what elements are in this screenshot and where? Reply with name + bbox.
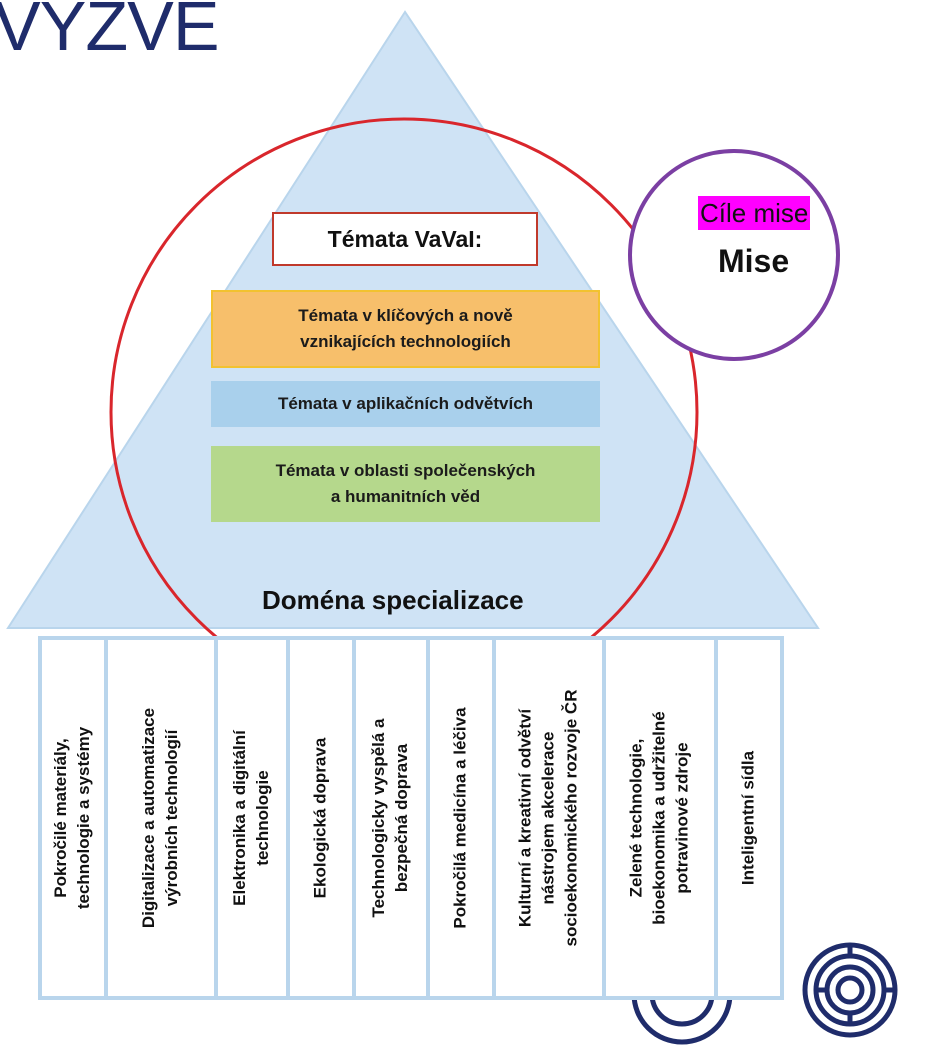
mission-goal-label: Cíle mise xyxy=(698,196,811,230)
domain-column-label: Technologicky vyspělá a bezpečná doprava xyxy=(369,718,411,918)
domain-column-label: Inteligentní sídla xyxy=(738,750,758,886)
band-application-sectors-label: Témata v aplikačních odvětvích xyxy=(277,393,534,413)
domain-column-label: Digitalizace a automatizace výrobních te… xyxy=(139,707,181,929)
domain-column-electronics: Elektronika a digitální technologie xyxy=(214,636,290,1000)
domain-column-smart-cities: Inteligentní sídla xyxy=(714,636,784,1000)
domain-column-label: Kulturní a kreativní odvětví nástrojem a… xyxy=(515,689,581,947)
domain-column-label: Ekologická doprava xyxy=(310,737,330,899)
domain-column-creative-industries: Kulturní a kreativní odvětví nástrojem a… xyxy=(492,636,606,1000)
band-application-sectors: Témata v aplikačních odvětvích xyxy=(211,381,600,427)
domain-column-advanced-materials: Pokročilé materiály, technologie a systé… xyxy=(38,636,108,1000)
domain-column-medicine: Pokročilá medicína a léčiva xyxy=(426,636,496,1000)
page-title: VÝZVE xyxy=(0,0,220,65)
band-key-technologies: Témata v klíčových a nově vznikajících t… xyxy=(211,290,600,368)
band-social-sciences: Témata v oblasti společenských a humanit… xyxy=(211,446,600,522)
domain-column-label: Zelené technologie, bioekonomika a udrži… xyxy=(626,711,692,925)
band-key-technologies-label: Témata v klíčových a nově vznikajících t… xyxy=(298,305,513,351)
domain-column-safe-transport: Technologicky vyspělá a bezpečná doprava xyxy=(352,636,430,1000)
domain-column-label: Pokročilá medicína a léčiva xyxy=(450,707,470,929)
maze-logo-icon xyxy=(802,942,898,1038)
domain-specialization-label: Doména specializace xyxy=(262,585,524,615)
domain-column-label: Elektronika a digitální technologie xyxy=(230,730,272,906)
domain-column-eco-transport: Ekologická doprava xyxy=(286,636,356,1000)
vavai-label-box: Témata VaVaI: xyxy=(272,212,538,266)
mission-title: Mise xyxy=(718,243,790,279)
domain-column-green-technologies: Zelené technologie, bioekonomika a udrži… xyxy=(602,636,718,1000)
domain-column-digitalization: Digitalizace a automatizace výrobních te… xyxy=(104,636,218,1000)
band-social-sciences-label: Témata v oblasti společenských a humanit… xyxy=(275,460,536,506)
domain-column-label: Pokročilé materiály, technologie a systé… xyxy=(51,726,93,910)
